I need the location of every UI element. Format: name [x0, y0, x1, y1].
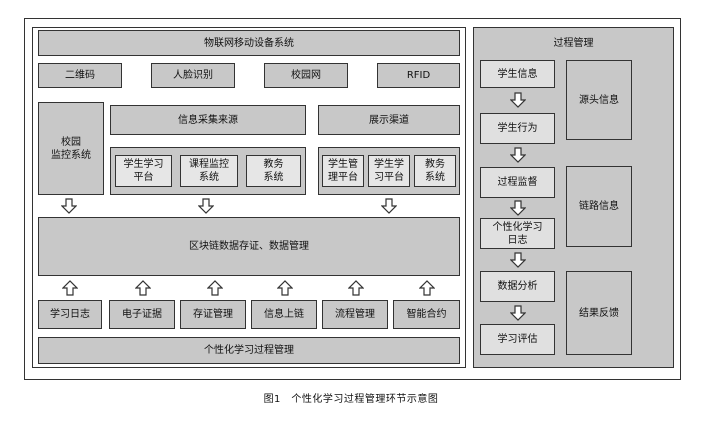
device-face-recognition: 人脸识别 — [151, 63, 235, 88]
step-student-behavior: 学生行为 — [480, 113, 555, 144]
display-student-management: 学生管 理平台 — [322, 155, 364, 187]
arrow-up-icon — [348, 280, 364, 296]
campus-monitor-system: 校园 监控系统 — [38, 102, 104, 195]
label-source-info: 源头信息 — [566, 60, 632, 140]
arrow-down-icon — [510, 252, 526, 268]
arrow-down-icon — [381, 198, 397, 214]
arrow-down-icon — [510, 305, 526, 321]
info-source-student-platform: 学生学习 平台 — [115, 155, 172, 187]
step-learning-evaluation: 学习评估 — [480, 324, 555, 355]
arrow-down-icon — [61, 198, 77, 214]
item-evidence-management: 存证管理 — [180, 300, 246, 329]
process-management-title: 过程管理 — [553, 38, 594, 49]
label-result-feedback: 结果反馈 — [566, 271, 632, 355]
display-student-learning: 学生学 习平台 — [368, 155, 410, 187]
arrow-down-icon — [510, 147, 526, 163]
device-campus-network: 校园网 — [264, 63, 348, 88]
arrow-up-icon — [135, 280, 151, 296]
arrow-up-icon — [419, 280, 435, 296]
info-source-course-monitor: 课程监控 系统 — [180, 155, 238, 187]
display-academic-system: 教务 系统 — [414, 155, 456, 187]
item-process-management: 流程管理 — [322, 300, 388, 329]
label-chain-info: 链路信息 — [566, 166, 632, 247]
item-electronic-evidence: 电子证据 — [109, 300, 175, 329]
iot-system-title: 物联网移动设备系统 — [38, 30, 460, 56]
step-student-info: 学生信息 — [480, 60, 555, 88]
blockchain-data-management: 区块链数据存证、数据管理 — [38, 217, 460, 276]
step-process-supervision: 过程监督 — [480, 167, 555, 198]
item-smart-contract: 智能合约 — [393, 300, 460, 329]
arrow-up-icon — [277, 280, 293, 296]
info-source-title: 信息采集来源 — [110, 105, 306, 135]
info-source-academic-system: 教务 系统 — [246, 155, 301, 187]
arrow-down-icon — [510, 200, 526, 216]
step-data-analysis: 数据分析 — [480, 271, 555, 302]
arrow-up-icon — [207, 280, 223, 296]
step-personalized-log: 个性化学习 日志 — [480, 218, 555, 249]
item-info-on-chain: 信息上链 — [251, 300, 317, 329]
arrow-down-icon — [510, 92, 526, 108]
display-channel-title: 展示渠道 — [318, 105, 460, 135]
arrow-down-icon — [198, 198, 214, 214]
figure-caption: 图1 个性化学习过程管理环节示意图 — [263, 394, 439, 405]
device-qrcode: 二维码 — [38, 63, 122, 88]
device-rfid: RFID — [377, 63, 460, 88]
arrow-up-icon — [62, 280, 78, 296]
personalized-learning-title: 个性化学习过程管理 — [38, 337, 460, 364]
item-learning-log: 学习日志 — [38, 300, 102, 329]
